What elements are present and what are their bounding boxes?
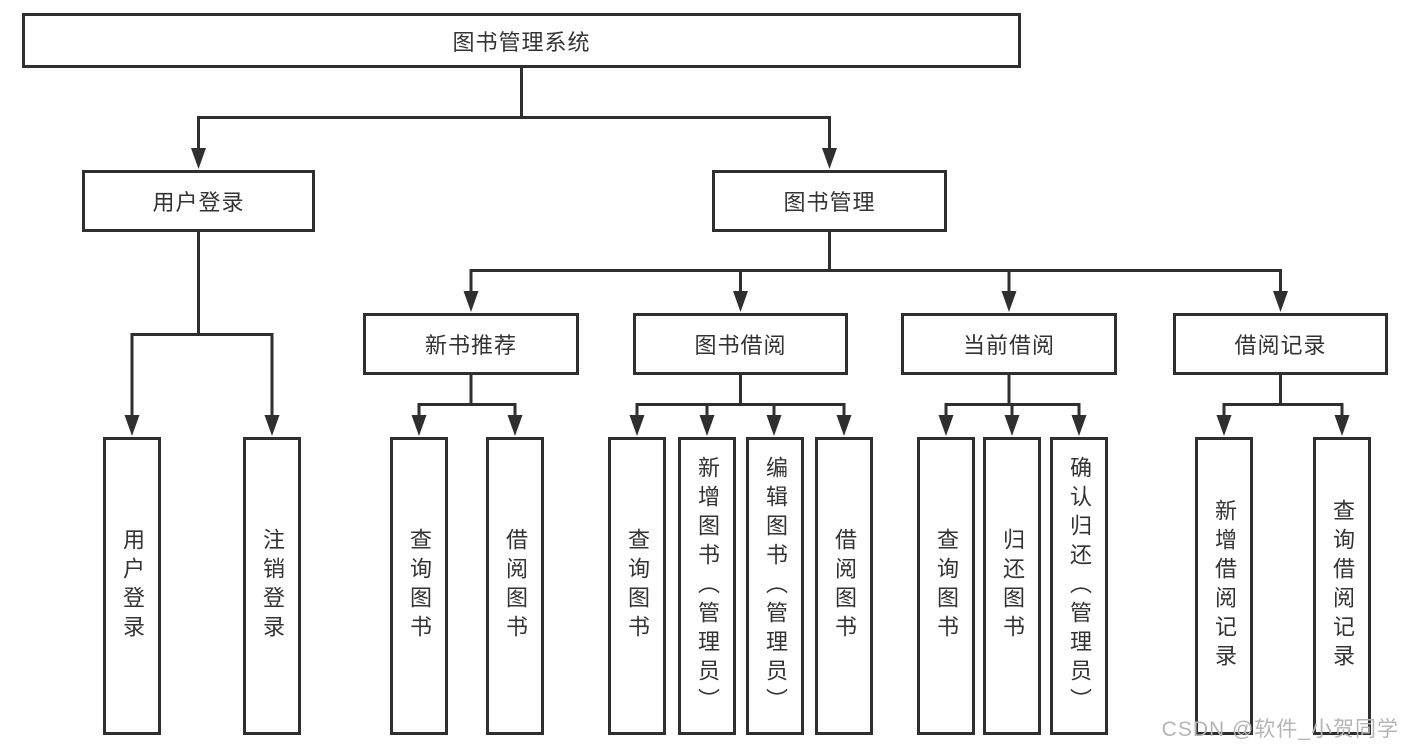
node-book-management-module: 图书管理 [712, 170, 947, 232]
node-label: 归还图书 [1000, 528, 1025, 644]
node-return-books: 归还图书 [983, 437, 1041, 735]
node-search-books-recommend: 查询图书 [390, 437, 448, 735]
node-borrow-books-recommend: 借阅图书 [486, 437, 544, 735]
node-library-management-system: 图书管理系统 [22, 13, 1021, 68]
node-label: 借阅图书 [503, 528, 528, 644]
connector-paths [130, 68, 1344, 420]
node-search-borrow-record: 查询借阅记录 [1313, 437, 1371, 735]
node-label: 新增借阅记录 [1212, 499, 1237, 673]
node-label: 查询图书 [934, 528, 959, 644]
node-user-login-leaf: 用户登录 [103, 437, 161, 735]
node-current-borrowing: 当前借阅 [901, 313, 1117, 375]
node-label: 用户登录 [120, 528, 145, 644]
node-logout: 注销登录 [243, 437, 301, 735]
node-add-borrow-record: 新增借阅记录 [1195, 437, 1253, 735]
csdn-watermark: CSDN @软件_小贺同学 [1161, 718, 1399, 741]
node-borrow-books: 借阅图书 [815, 437, 873, 735]
node-label: 查询借阅记录 [1330, 499, 1355, 673]
node-label: 借阅图书 [832, 528, 857, 644]
node-label: 确认归还（管理员） [1067, 455, 1092, 717]
node-new-book-recommendation: 新书推荐 [363, 313, 579, 375]
node-book-borrowing: 图书借阅 [633, 313, 848, 375]
node-search-books-borrowing: 查询图书 [608, 437, 666, 735]
node-search-books-current: 查询图书 [917, 437, 975, 735]
node-label: 新增图书（管理员） [695, 455, 720, 717]
node-label: 查询图书 [407, 528, 432, 644]
arrowheads [124, 148, 1350, 436]
node-label: 注销登录 [260, 528, 285, 644]
node-add-book-admin: 新增图书（管理员） [678, 437, 736, 735]
node-borrowing-records: 借阅记录 [1173, 313, 1388, 375]
node-user-login-module: 用户登录 [82, 170, 315, 232]
node-edit-book-admin: 编辑图书（管理员） [746, 437, 804, 735]
node-label: 查询图书 [625, 528, 650, 644]
node-label: 编辑图书（管理员） [763, 455, 788, 717]
node-confirm-return-admin: 确认归还（管理员） [1050, 437, 1108, 735]
